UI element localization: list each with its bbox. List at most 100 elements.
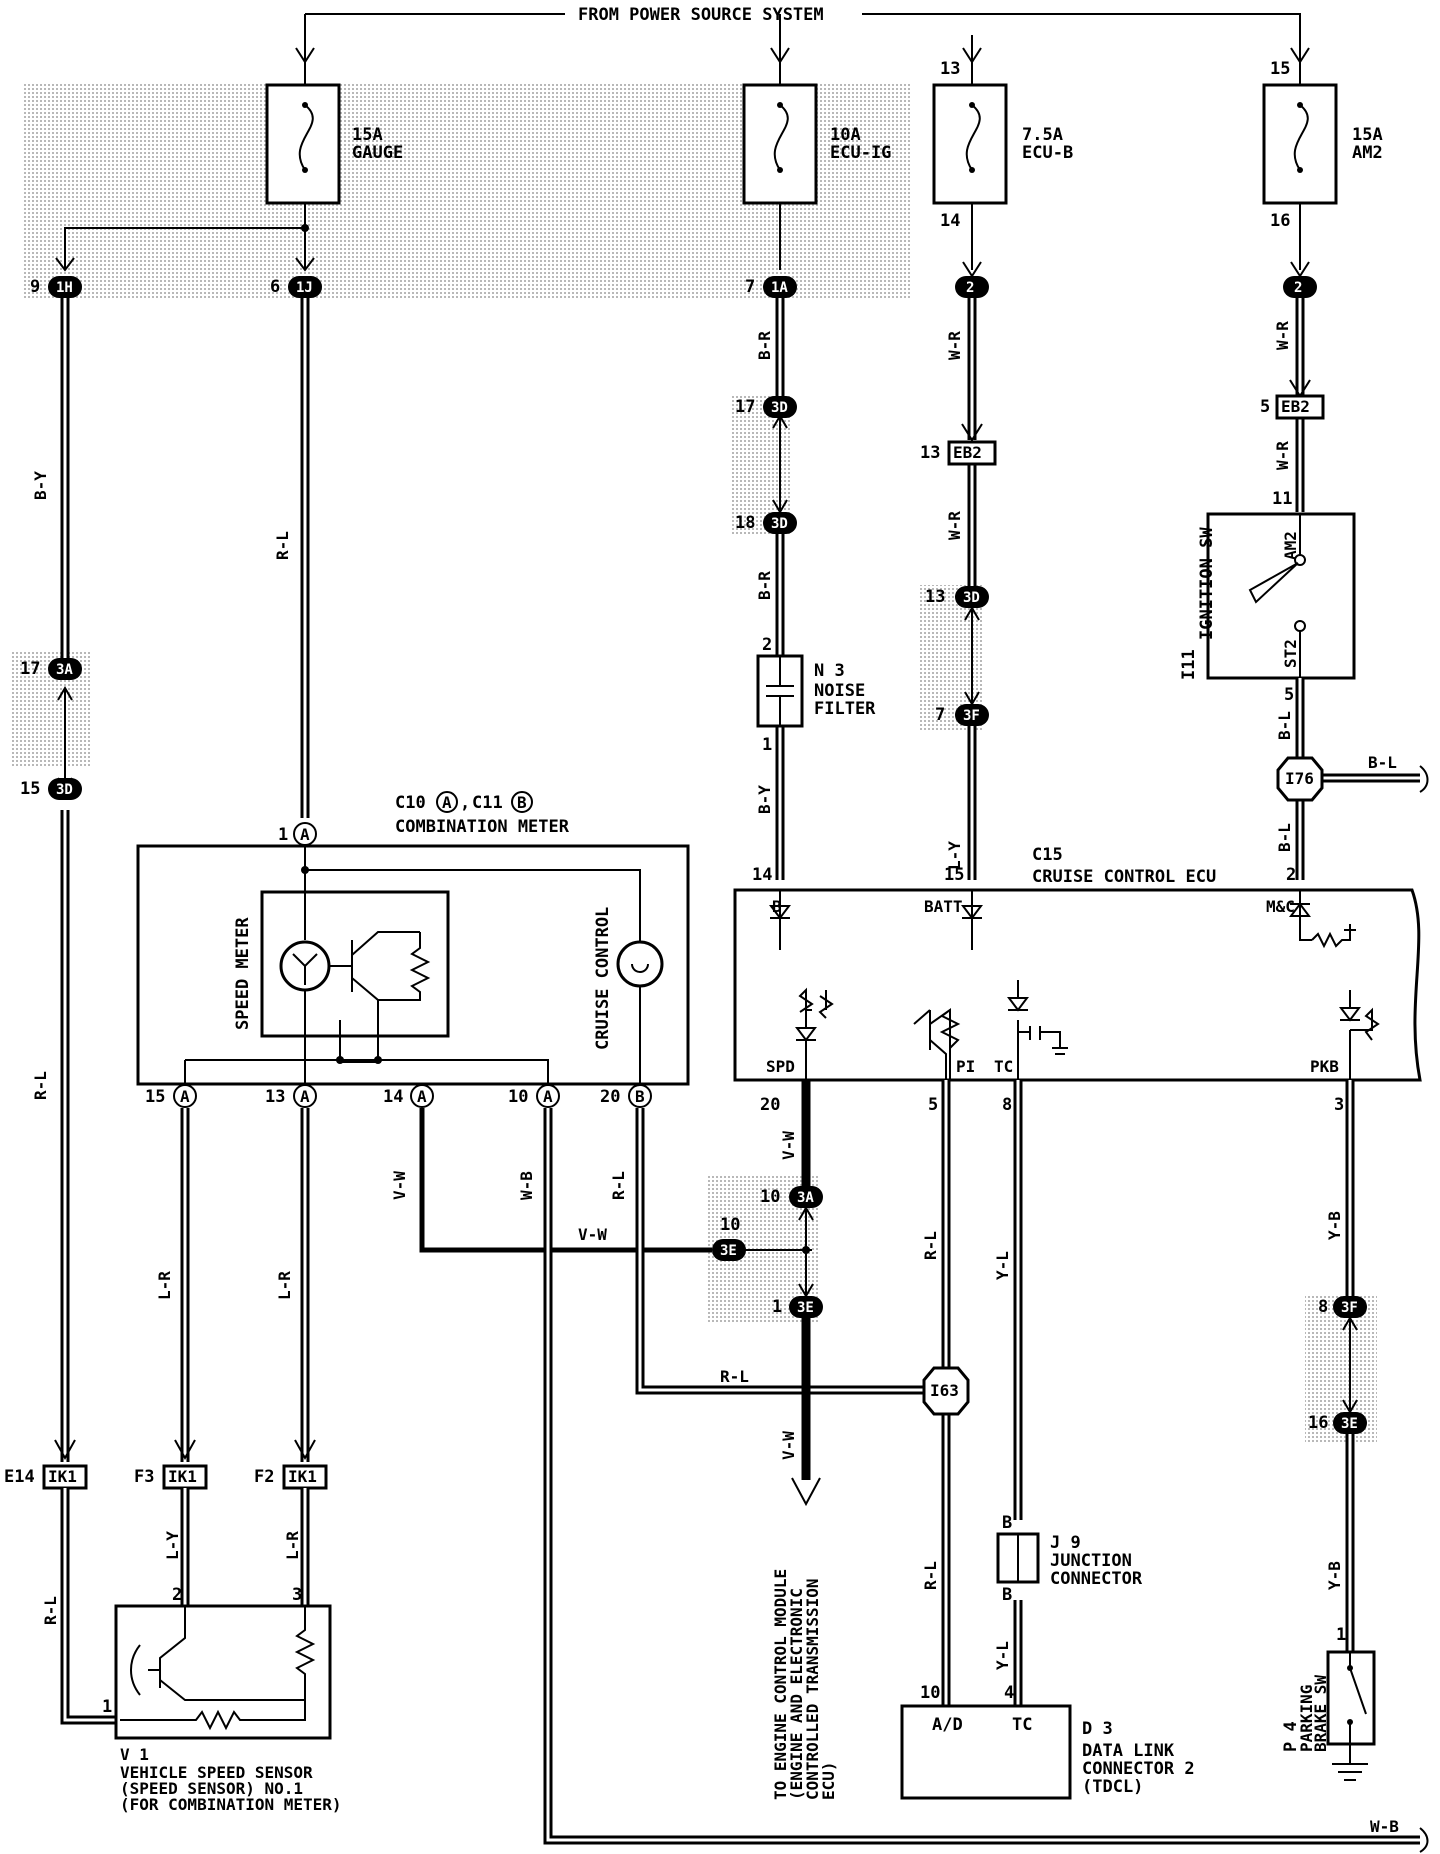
svg-text:PKB: PKB bbox=[1310, 1057, 1339, 1076]
svg-text:V-W: V-W bbox=[578, 1225, 607, 1244]
wire-y-l-tc: 8 Y-L Y-L bbox=[993, 1080, 1023, 1706]
ignition-sw-name: IGNITION SW bbox=[1197, 527, 1217, 640]
svg-text:F3: F3 bbox=[134, 1467, 154, 1487]
svg-text:(ENGINE AND ELECTRONIC: (ENGINE AND ELECTRONIC bbox=[787, 1588, 806, 1800]
svg-text:7: 7 bbox=[935, 705, 945, 725]
svg-text:3F: 3F bbox=[963, 708, 980, 724]
connector-3d-13: 3D 13 bbox=[925, 586, 989, 608]
wire-b-l-am2: B-L B-L B-L bbox=[1275, 678, 1429, 880]
svg-text:TC: TC bbox=[994, 1057, 1013, 1076]
vss-resistor-icon bbox=[120, 1606, 316, 1731]
connector-3d-18: 3D 18 bbox=[735, 512, 797, 534]
svg-text:3F: 3F bbox=[1341, 1300, 1358, 1316]
svg-text:W-R: W-R bbox=[1273, 441, 1292, 470]
svg-text:TC: TC bbox=[1012, 1715, 1032, 1735]
svg-text:ECU): ECU) bbox=[819, 1761, 838, 1800]
svg-text:A: A bbox=[417, 1087, 427, 1106]
svg-text:20: 20 bbox=[760, 1095, 780, 1115]
svg-text:A: A bbox=[543, 1087, 553, 1106]
svg-text:V-W: V-W bbox=[779, 1431, 798, 1460]
fuse-ecu-b-rating: 7.5A bbox=[1022, 125, 1063, 145]
svg-text:A: A bbox=[300, 825, 310, 844]
connector-ik1-f3: IK1 F3 bbox=[134, 1464, 208, 1490]
svg-text:L-R: L-R bbox=[275, 1271, 294, 1300]
svg-text:L-R: L-R bbox=[283, 1531, 302, 1560]
svg-text:B-Y: B-Y bbox=[755, 785, 774, 814]
svg-text:PARKING: PARKING bbox=[1297, 1685, 1316, 1752]
connector-i63: I63 bbox=[922, 1366, 970, 1416]
svg-text:B-Y: B-Y bbox=[31, 471, 50, 500]
cruise-control-label: CRUISE CONTROL bbox=[593, 907, 613, 1050]
svg-text:3A: 3A bbox=[56, 662, 73, 678]
svg-text:L-Y: L-Y bbox=[163, 1531, 182, 1560]
svg-text:R-L: R-L bbox=[609, 1171, 628, 1200]
fuse-ecu-b-pin-out: 14 bbox=[940, 211, 960, 231]
ecm-note: TO ENGINE CONTROL MODULE (ENGINE AND ELE… bbox=[771, 1569, 838, 1800]
svg-text:A: A bbox=[442, 793, 452, 812]
fuse-ecu-b-name: ECU-B bbox=[1022, 143, 1073, 163]
svg-text:3D: 3D bbox=[771, 400, 788, 416]
connector-3e-1: 3E 1 bbox=[772, 1296, 823, 1318]
svg-text:B-L: B-L bbox=[1368, 753, 1397, 772]
fuse-am2-name: AM2 bbox=[1352, 143, 1383, 163]
combination-meter-title: COMBINATION METER bbox=[395, 817, 570, 837]
wire-y-b-pkb: 3 Y-B Y-B bbox=[1325, 1080, 1358, 1652]
svg-text:JUNCTION: JUNCTION bbox=[1050, 1551, 1132, 1571]
wire-v-w-14: V-W V-W bbox=[390, 1108, 812, 1258]
connector-ik1-f2: IK1 F2 bbox=[254, 1464, 328, 1490]
svg-text:3: 3 bbox=[1334, 1095, 1344, 1115]
wire-b-y-left: B-Y R-L bbox=[31, 298, 76, 1462]
svg-text:PI: PI bbox=[956, 1057, 975, 1076]
svg-text:IK1: IK1 bbox=[288, 1467, 317, 1486]
dlc-code: D 3 bbox=[1082, 1719, 1113, 1739]
svg-text:Y-B: Y-B bbox=[1325, 1211, 1344, 1240]
parking-brake-code: P 4 bbox=[1281, 1721, 1301, 1752]
svg-text:15: 15 bbox=[944, 865, 964, 885]
svg-text:1A: 1A bbox=[771, 280, 788, 296]
svg-text:CONNECTOR 2: CONNECTOR 2 bbox=[1082, 1759, 1195, 1779]
svg-text:17: 17 bbox=[20, 659, 40, 679]
fuse-am2: 15A AM2 15 16 bbox=[1262, 59, 1383, 270]
svg-text:2: 2 bbox=[172, 1585, 182, 1605]
svg-text:B-R: B-R bbox=[755, 331, 774, 360]
speed-meter-label: SPEED METER bbox=[233, 917, 253, 1030]
svg-text:18: 18 bbox=[735, 513, 755, 533]
svg-text:13: 13 bbox=[925, 587, 945, 607]
svg-text:1J: 1J bbox=[296, 280, 313, 296]
svg-text:CONNECTOR: CONNECTOR bbox=[1050, 1569, 1143, 1589]
wire-b-r-ecu-ig: B-R B-R B-Y bbox=[755, 298, 788, 880]
svg-text:B-R: B-R bbox=[755, 571, 774, 600]
svg-text:8: 8 bbox=[1002, 1095, 1012, 1115]
wire-r-l-20: R-L R-L bbox=[609, 1108, 942, 1395]
svg-text:IK1: IK1 bbox=[168, 1467, 197, 1486]
ignition-sw-code: I11 bbox=[1179, 649, 1199, 680]
svg-text:3D: 3D bbox=[963, 590, 980, 606]
svg-text:B: B bbox=[1002, 1585, 1012, 1605]
svg-text:1: 1 bbox=[772, 1297, 782, 1317]
svg-text:A: A bbox=[300, 1087, 310, 1106]
svg-text:C11: C11 bbox=[472, 793, 503, 813]
connector-eb2-13: EB2 13 bbox=[920, 440, 997, 466]
fuse-ecu-b-pin-in: 13 bbox=[940, 59, 960, 79]
svg-text:F2: F2 bbox=[254, 1467, 274, 1487]
vss-transistor-icon bbox=[148, 1606, 305, 1701]
svg-text:BATT: BATT bbox=[924, 897, 963, 916]
svg-text:B: B bbox=[517, 793, 527, 812]
svg-text:V-W: V-W bbox=[779, 1131, 798, 1160]
cruise-control-indicator-icon bbox=[616, 940, 664, 988]
svg-text:(TDCL): (TDCL) bbox=[1082, 1777, 1143, 1797]
svg-text:R-L: R-L bbox=[31, 1071, 50, 1100]
power-source-label: FROM POWER SOURCE SYSTEM bbox=[578, 5, 824, 25]
wire-w-r-ecu-b: W-R W-R L-Y bbox=[945, 298, 983, 880]
svg-text:8: 8 bbox=[1318, 1297, 1328, 1317]
svg-text:BRAKE SW: BRAKE SW bbox=[1311, 1675, 1330, 1752]
connector-3e-10: 3E 10 bbox=[712, 1215, 746, 1261]
svg-text:M&C: M&C bbox=[1266, 897, 1295, 916]
svg-text:1: 1 bbox=[1336, 1625, 1346, 1645]
svg-text:5: 5 bbox=[928, 1095, 938, 1115]
svg-text:(SPEED SENSOR) NO.1: (SPEED SENSOR) NO.1 bbox=[120, 1779, 303, 1798]
data-link-connector: 10 4 A/D TC D 3 DATA LINK CONNECTOR 2 (T… bbox=[900, 1683, 1195, 1800]
fuse-ecu-b: 7.5A ECU-B 13 14 bbox=[932, 59, 1073, 270]
fuse-ecu-ig-name: ECU-IG bbox=[830, 143, 891, 163]
connector-ik1-e14: IK1 E14 bbox=[4, 1464, 88, 1490]
